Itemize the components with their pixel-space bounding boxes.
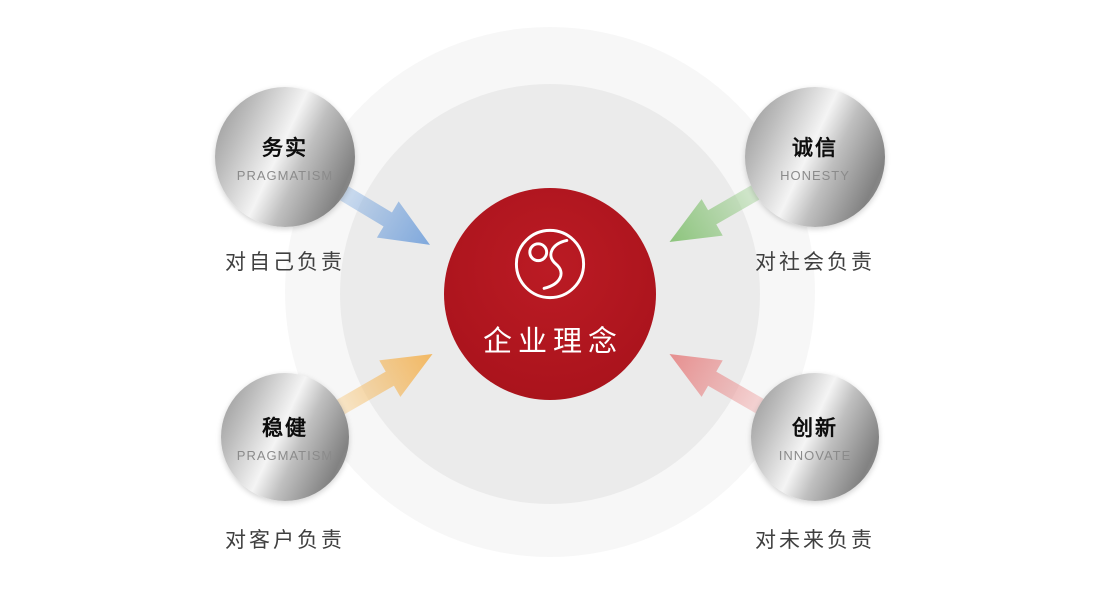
node-circle-steady: 稳健 PRAGMATISM [221,373,349,501]
node-innovate: 创新 INNOVATE 对未来负责 [705,373,925,554]
node-circle-innovate: 创新 INNOVATE [751,373,879,501]
node-zh-label: 稳健 [262,416,308,440]
node-zh-label: 诚信 [792,136,838,160]
node-caption: 对自己负责 [225,251,345,274]
node-circle-honesty: 诚信 HONESTY [745,87,885,227]
swoosh-s-logo-icon [514,228,586,300]
center-title: 企业理念 [482,326,623,358]
node-caption: 对未来负责 [755,529,875,552]
node-honesty: 诚信 HONESTY 对社会负责 [705,87,925,276]
node-zh-label: 创新 [792,416,838,440]
node-caption: 对客户负责 [225,529,345,552]
node-caption: 对社会负责 [755,251,875,274]
node-zh-label: 务实 [262,136,308,160]
node-en-label: PRAGMATISM [236,167,334,183]
node-en-label: PRAGMATISM [236,447,334,463]
node-en-label: INNOVATE [778,447,852,463]
node-pragmatism: 务实 PRAGMATISM 对自己负责 [175,87,395,276]
center-node: 企业理念 [444,188,656,400]
node-en-label: HONESTY [780,167,850,183]
node-steady: 稳健 PRAGMATISM 对客户负责 [175,373,395,554]
node-circle-pragmatism: 务实 PRAGMATISM [215,87,355,227]
